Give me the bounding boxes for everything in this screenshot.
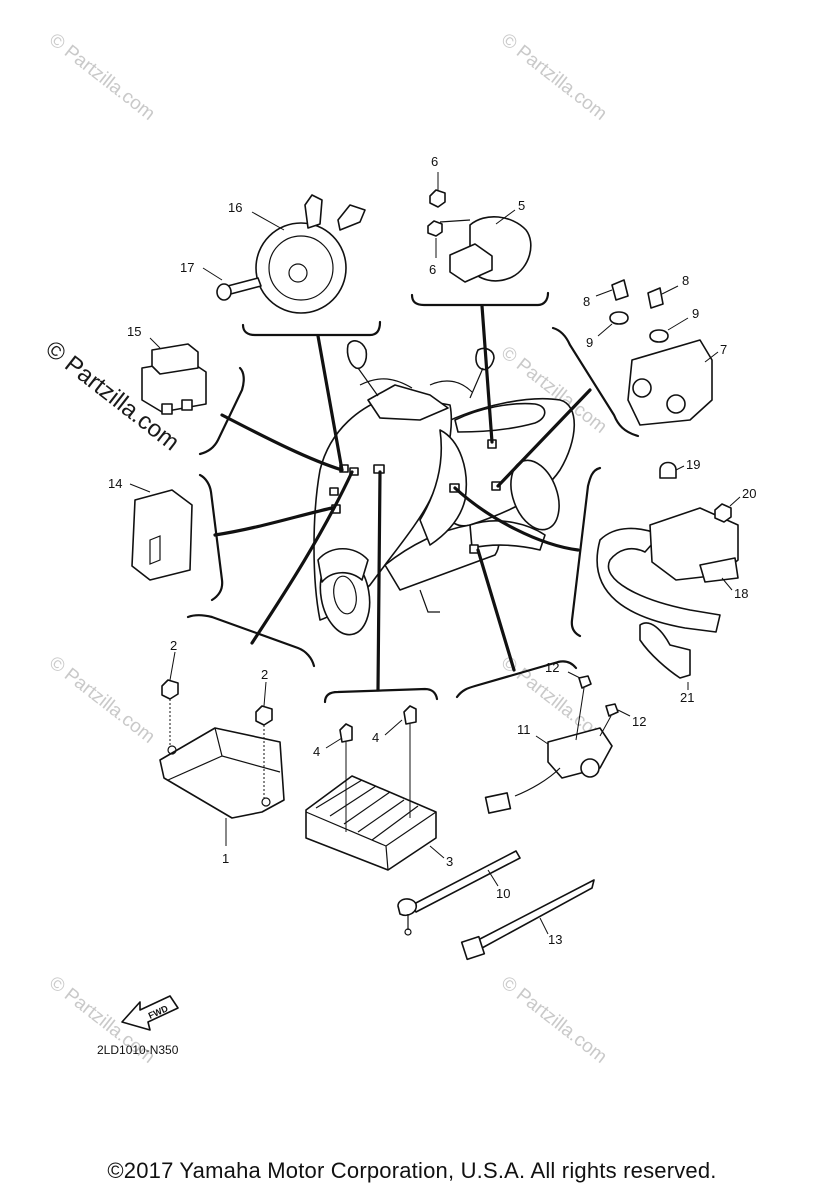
ecu-1-assembly (159, 679, 285, 819)
callout-18: 18 (721, 577, 748, 601)
callout-label-14: 14 (108, 476, 122, 491)
callout-label-20: 20 (742, 486, 756, 501)
callout-6-top: 6 (431, 154, 439, 190)
bracket-relay-5 (410, 291, 550, 307)
relay-15 (141, 343, 207, 415)
bracket-relay-15 (198, 366, 245, 456)
callout-label-12-right: 12 (632, 714, 646, 729)
sensor-11-assembly (484, 675, 619, 814)
callout-label-1: 1 (222, 851, 229, 866)
bracket-relay-14 (198, 473, 224, 602)
horn-assembly (216, 194, 366, 314)
callout-label-6-top: 6 (431, 154, 438, 169)
ignition-coil-assembly (596, 461, 739, 679)
bracket-ecu-1 (186, 614, 316, 668)
callout-label-16: 16 (228, 200, 242, 215)
callout-7: 7 (704, 342, 727, 363)
callout-17: 17 (180, 260, 223, 281)
callout-label-13: 13 (548, 932, 562, 947)
callout-label-6-bottom: 6 (429, 262, 436, 277)
callout-label-17: 17 (180, 260, 194, 275)
callout-4-left: 4 (313, 737, 343, 759)
rectifier-3-assembly (305, 705, 437, 871)
callout-9-right: 9 (667, 306, 699, 331)
callout-2-left: 2 (169, 638, 177, 681)
bracket-horn (241, 320, 382, 337)
callout-label-12-top: 12 (545, 660, 559, 675)
callout-label-4-left: 4 (313, 744, 320, 759)
harness-wires (213, 304, 592, 692)
callout-8-right: 8 (661, 273, 689, 295)
callout-label-11: 11 (517, 722, 531, 737)
callout-label-2-left: 2 (170, 638, 177, 653)
callout-label-8-right: 8 (682, 273, 689, 288)
callout-label-3: 3 (446, 854, 453, 869)
callout-10: 10 (487, 869, 510, 901)
callout-label-21: 21 (680, 690, 694, 705)
callout-label-15: 15 (127, 324, 141, 339)
diagram-code: 2LD1010-N350 (97, 1043, 179, 1057)
callout-21: 21 (680, 682, 694, 705)
callout-9-left: 9 (586, 323, 613, 350)
bracket-coil-18 (570, 466, 602, 638)
callout-15: 15 (127, 324, 161, 349)
callout-label-4-right: 4 (372, 730, 379, 745)
callout-label-9-right: 9 (692, 306, 699, 321)
copyright-notice: ©2017 Yamaha Motor Corporation, U.S.A. A… (107, 1158, 717, 1183)
callout-12-right: 12 (617, 709, 646, 729)
callout-1: 1 (222, 818, 229, 866)
callout-6-bottom: 6 (429, 238, 437, 277)
callout-13: 13 (539, 917, 562, 947)
callout-16: 16 (228, 200, 285, 231)
callout-4-right: 4 (372, 719, 403, 745)
callout-5: 5 (495, 198, 525, 225)
callout-8-left: 8 (583, 289, 613, 309)
relay-5-assembly (427, 189, 532, 283)
bracket-rectifier-3 (323, 687, 439, 704)
callout-19: 19 (675, 457, 700, 472)
callout-label-9-left: 9 (586, 335, 593, 350)
cable-tie-10 (397, 850, 521, 936)
callout-label-19: 19 (686, 457, 700, 472)
watermark-tl: © Partzilla.com (45, 29, 159, 124)
callout-2-right: 2 (261, 667, 268, 707)
callout-3: 3 (429, 845, 453, 869)
callout-label-10: 10 (496, 886, 510, 901)
callout-label-18: 18 (734, 586, 748, 601)
watermark-ml: © Partzilla.com (45, 652, 159, 747)
scooter-illustration (313, 340, 576, 636)
sensor-7-assembly (609, 279, 713, 426)
watermark-br: © Partzilla.com (497, 972, 611, 1067)
callout-11: 11 (517, 722, 549, 745)
fwd-arrow: FWD (121, 995, 179, 1031)
callout-label-8-left: 8 (583, 294, 590, 309)
bracket-sensor-11 (455, 660, 578, 699)
relay-14 (131, 489, 193, 581)
callout-label-2-right: 2 (261, 667, 268, 682)
callout-12-top: 12 (545, 660, 581, 679)
cable-tie-13 (460, 879, 595, 961)
callout-label-5: 5 (518, 198, 525, 213)
callout-label-7: 7 (720, 342, 727, 357)
callout-14: 14 (108, 476, 151, 493)
bracket-sensor-7 (551, 326, 640, 438)
callout-20: 20 (729, 486, 756, 507)
watermark-tr: © Partzilla.com (497, 29, 611, 124)
